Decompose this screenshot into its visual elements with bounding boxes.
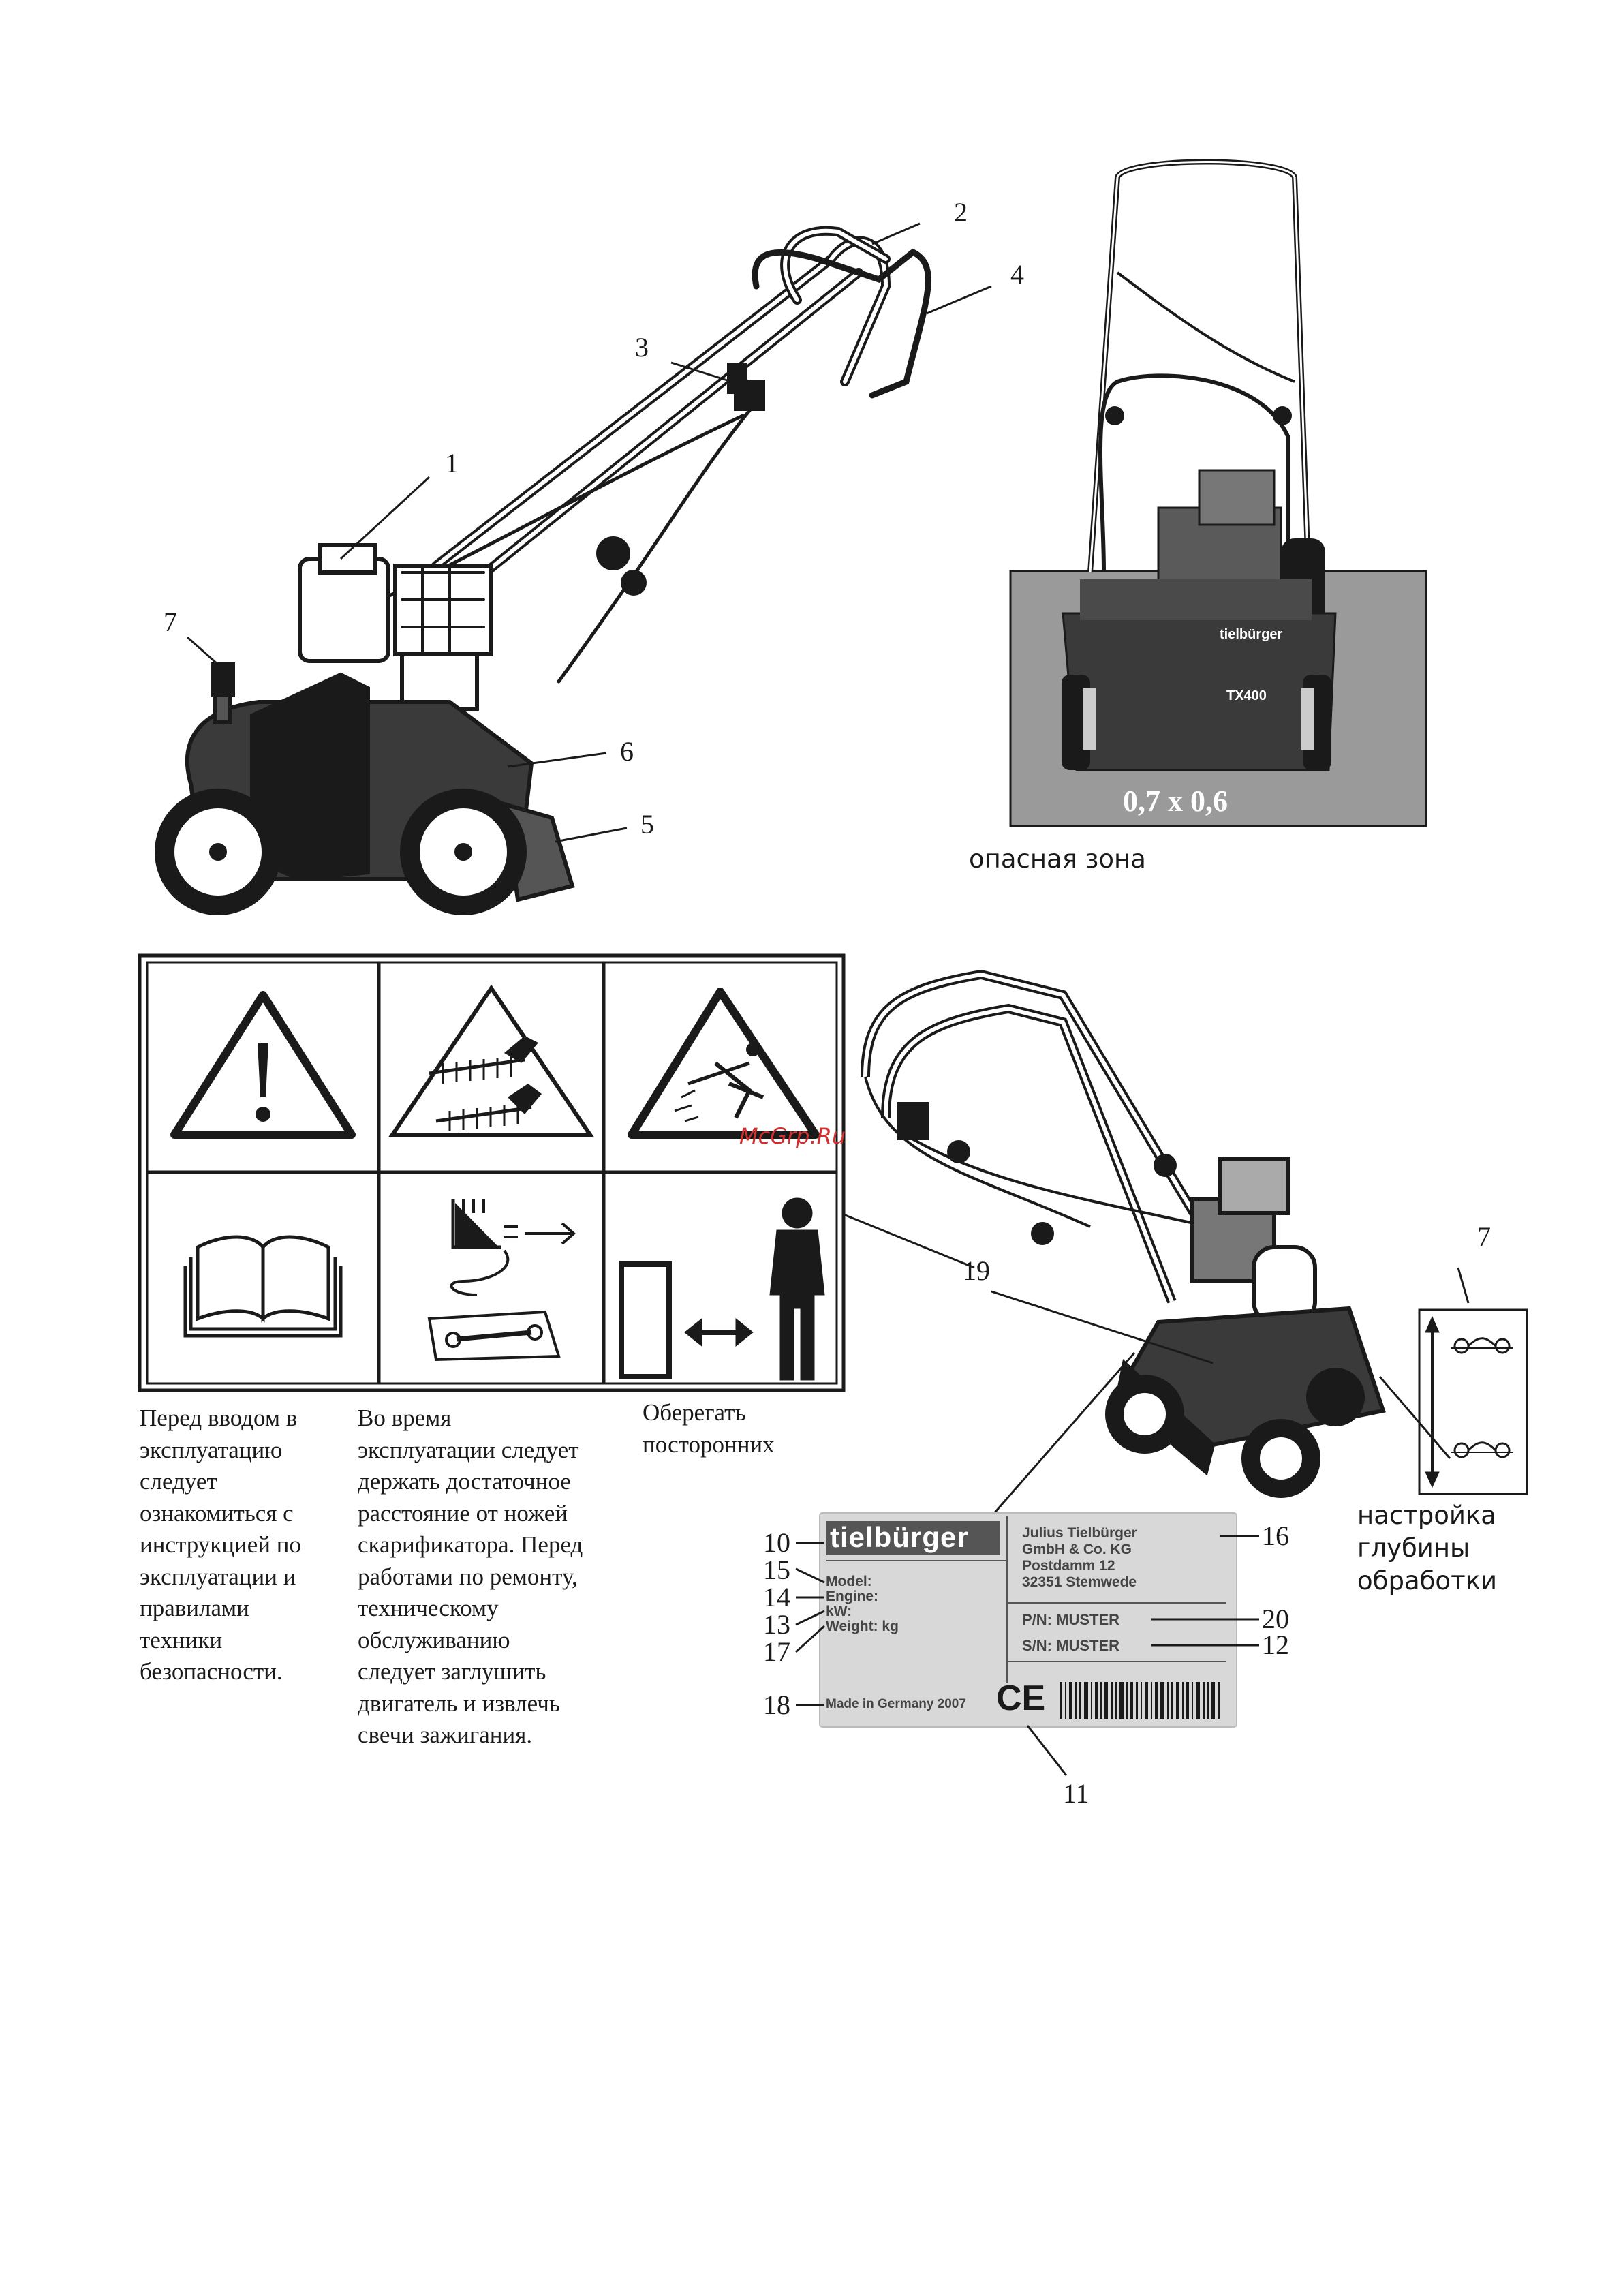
plate-address-line: GmbH & Co. KG (1022, 1542, 1132, 1557)
plate-num-20: 20 (1262, 1604, 1289, 1634)
plate-num-13: 13 (763, 1609, 790, 1640)
warn1-line: Перед вводом в (140, 1405, 298, 1431)
danger-zone-caption: опасная зона (969, 844, 1146, 874)
warn3-line: посторонних (643, 1430, 775, 1458)
warn1-line: инструкцией по (140, 1531, 301, 1558)
plate-brand: tielbürger (830, 1521, 969, 1553)
plate-num-12: 12 (1262, 1629, 1289, 1660)
plate-address-line: Julius Tielbürger (1022, 1525, 1137, 1541)
callout-leaders-bottom (843, 1213, 1470, 1517)
plate-field-weight: Weight: kg (826, 1619, 899, 1634)
warn2-line: держать достаточное (358, 1468, 571, 1495)
callout-7: 7 (164, 607, 177, 637)
plate-address-line: 32351 Stemwede (1022, 1574, 1137, 1590)
scarifier-angled-view (861, 969, 1386, 1498)
watermark: McGrp.Ru (739, 1123, 846, 1149)
manual-book-icon (183, 1235, 343, 1338)
plate-num-18: 18 (763, 1689, 790, 1720)
callout-leaders-top (187, 222, 992, 843)
depth-callout-7: 7 (1477, 1221, 1491, 1252)
callout-2: 2 (954, 197, 968, 228)
safety-symbols-grid (138, 953, 846, 1392)
warning-text-col3: Оберегать посторонних (643, 1397, 775, 1460)
ce-mark: CE (996, 1679, 1046, 1718)
plate-num-15: 15 (763, 1555, 790, 1585)
plate-address-line: Postdamm 12 (1022, 1558, 1115, 1574)
depth-adjust-box (1418, 1308, 1528, 1495)
warn2-line: расстояние от ножей (358, 1499, 568, 1527)
plate-num-10: 10 (763, 1527, 790, 1558)
plate-sn: S/N: MUSTER (1022, 1637, 1119, 1654)
plate-address: Julius Tielbürger GmbH & Co. KG Postdamm… (1022, 1525, 1137, 1591)
depth-caption-line: глубины (1357, 1533, 1470, 1563)
warning-text-col2: Во время эксплуатации следует держать до… (358, 1403, 583, 1751)
depth-caption-line: обработки (1357, 1566, 1498, 1595)
callout-1: 1 (445, 448, 459, 478)
callout-6: 6 (620, 736, 634, 767)
maintenance-icon (427, 1199, 576, 1362)
depth-caption: настройка глубины обработки (1357, 1499, 1497, 1597)
warning-triangle-icon (170, 991, 356, 1139)
scarifier-side-view (155, 226, 931, 915)
callout-3: 3 (635, 332, 649, 363)
type-plate (794, 1512, 1259, 1776)
callout-5: 5 (640, 809, 654, 840)
barcode (1060, 1682, 1220, 1719)
depth-caption-line: настройка (1357, 1501, 1496, 1530)
warn1-line: безопасности. (140, 1658, 283, 1685)
plate-num-17: 17 (763, 1636, 790, 1667)
warn2-line: Во время (358, 1405, 452, 1431)
warn2-line: скарификатора. Перед (358, 1531, 583, 1558)
warn2-line: двигатель и извлечь (358, 1689, 560, 1717)
plate-made-in: Made in Germany 2007 (826, 1697, 966, 1711)
blade-hazard-icon (388, 984, 594, 1137)
danger-zone-figure (1009, 159, 1427, 827)
warning-text-col1: Перед вводом в эксплуатацию следует озна… (140, 1403, 301, 1688)
plate-pn: P/N: MUSTER (1022, 1611, 1119, 1628)
plate-num-11: 11 (1063, 1778, 1089, 1809)
warn1-line: техники (140, 1626, 223, 1653)
warn2-line: техническому (358, 1595, 499, 1621)
plate-fields: Model: Engine: kW: Weight: kg (826, 1574, 899, 1634)
warn1-line: эксплуатации и (140, 1563, 296, 1590)
warn2-line: работами по ремонту, (358, 1563, 578, 1590)
machine-model-label: TX400 (1226, 688, 1267, 703)
warn1-line: эксплуатацию (140, 1436, 283, 1463)
keep-distance-icon (619, 1197, 825, 1381)
warn3-line: Оберегать (643, 1399, 746, 1426)
callout-19: 19 (963, 1255, 990, 1286)
danger-zone-dimensions: 0,7 x 0,6 (1123, 784, 1228, 818)
plate-num-16: 16 (1262, 1520, 1289, 1551)
warn2-line: эксплуатации следует (358, 1436, 579, 1463)
warn2-line: свечи зажигания. (358, 1721, 533, 1748)
warn1-line: следует (140, 1468, 217, 1495)
warn2-line: обслуживанию (358, 1626, 510, 1653)
callout-4: 4 (1010, 259, 1024, 290)
plate-field-engine: Engine: (826, 1589, 878, 1604)
machine-brand-label: tielbürger (1220, 627, 1283, 642)
plate-num-14: 14 (763, 1582, 790, 1612)
thrown-objects-icon (628, 988, 820, 1139)
warn2-line: следует заглушить (358, 1658, 546, 1685)
plate-field-model: Model: (826, 1574, 872, 1589)
warn1-line: правилами (140, 1595, 249, 1621)
warn1-line: ознакомиться с (140, 1499, 294, 1527)
plate-field-kw: kW: (826, 1604, 852, 1619)
